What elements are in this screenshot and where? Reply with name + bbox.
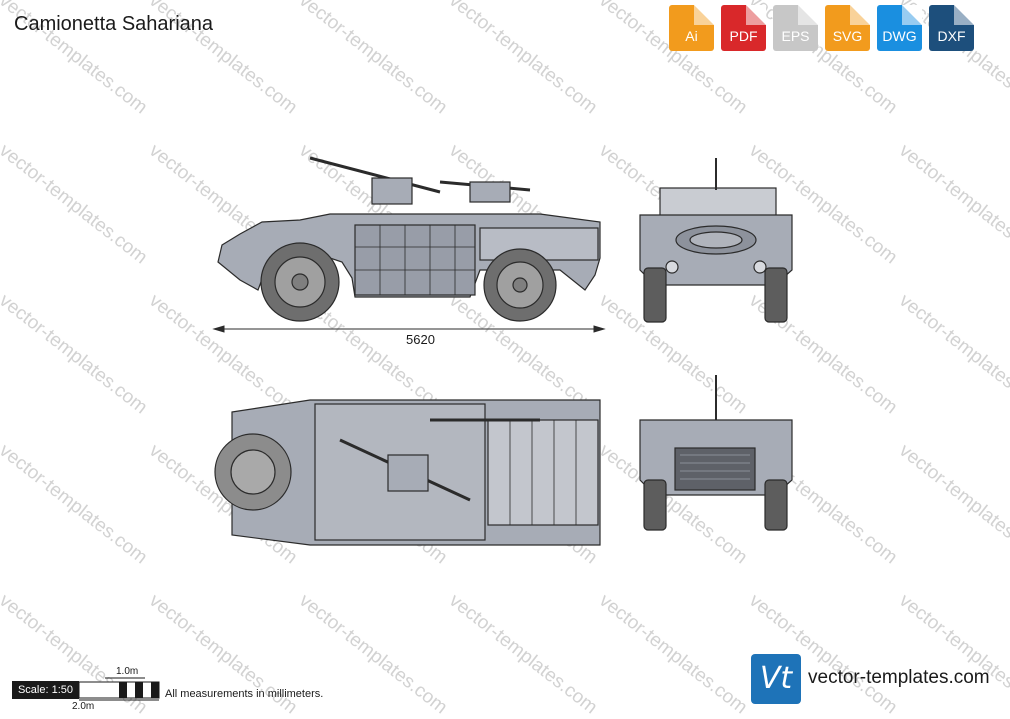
page-title: Camionetta Sahariana	[14, 13, 214, 35]
format-pdf-button[interactable]: PDF	[721, 5, 766, 51]
format-svg-button[interactable]: SVG	[825, 5, 870, 51]
top-view	[214, 399, 601, 546]
scale-one-meter: 1.0m	[116, 666, 139, 677]
file-corner-icon	[746, 5, 766, 25]
file-corner-icon	[798, 5, 818, 25]
scale-bar	[78, 677, 160, 701]
format-ai-button[interactable]: Ai	[669, 5, 714, 51]
format-label: Ai	[685, 28, 698, 44]
format-label: PDF	[729, 28, 758, 44]
format-label: DWG	[882, 28, 917, 44]
format-dwg-button[interactable]: DWG	[877, 5, 922, 51]
format-label: DXF	[937, 28, 966, 44]
file-corner-icon	[954, 5, 974, 25]
format-label: EPS	[781, 28, 810, 44]
file-corner-icon	[902, 5, 922, 25]
side-view	[217, 156, 601, 322]
scale-label: Scale: 1:50	[12, 681, 79, 699]
rear-view	[639, 375, 793, 531]
measurement-note: All measurements in millimeters.	[165, 688, 324, 700]
brand-site-link[interactable]: vector-templates.com	[808, 667, 990, 688]
file-corner-icon	[850, 5, 870, 25]
dimension-line	[212, 325, 606, 333]
format-label: SVG	[832, 28, 863, 44]
format-eps-button[interactable]: EPS	[773, 5, 818, 51]
front-view	[639, 158, 793, 323]
file-corner-icon	[694, 5, 714, 25]
scale-two-meter: 2.0m	[72, 701, 95, 712]
brand-logo[interactable]: Vt	[751, 654, 801, 704]
format-download-bar: Ai PDF EPS SVG DWG DXF	[669, 5, 974, 51]
length-dimension: 5620	[406, 332, 435, 347]
format-dxf-button[interactable]: DXF	[929, 5, 974, 51]
